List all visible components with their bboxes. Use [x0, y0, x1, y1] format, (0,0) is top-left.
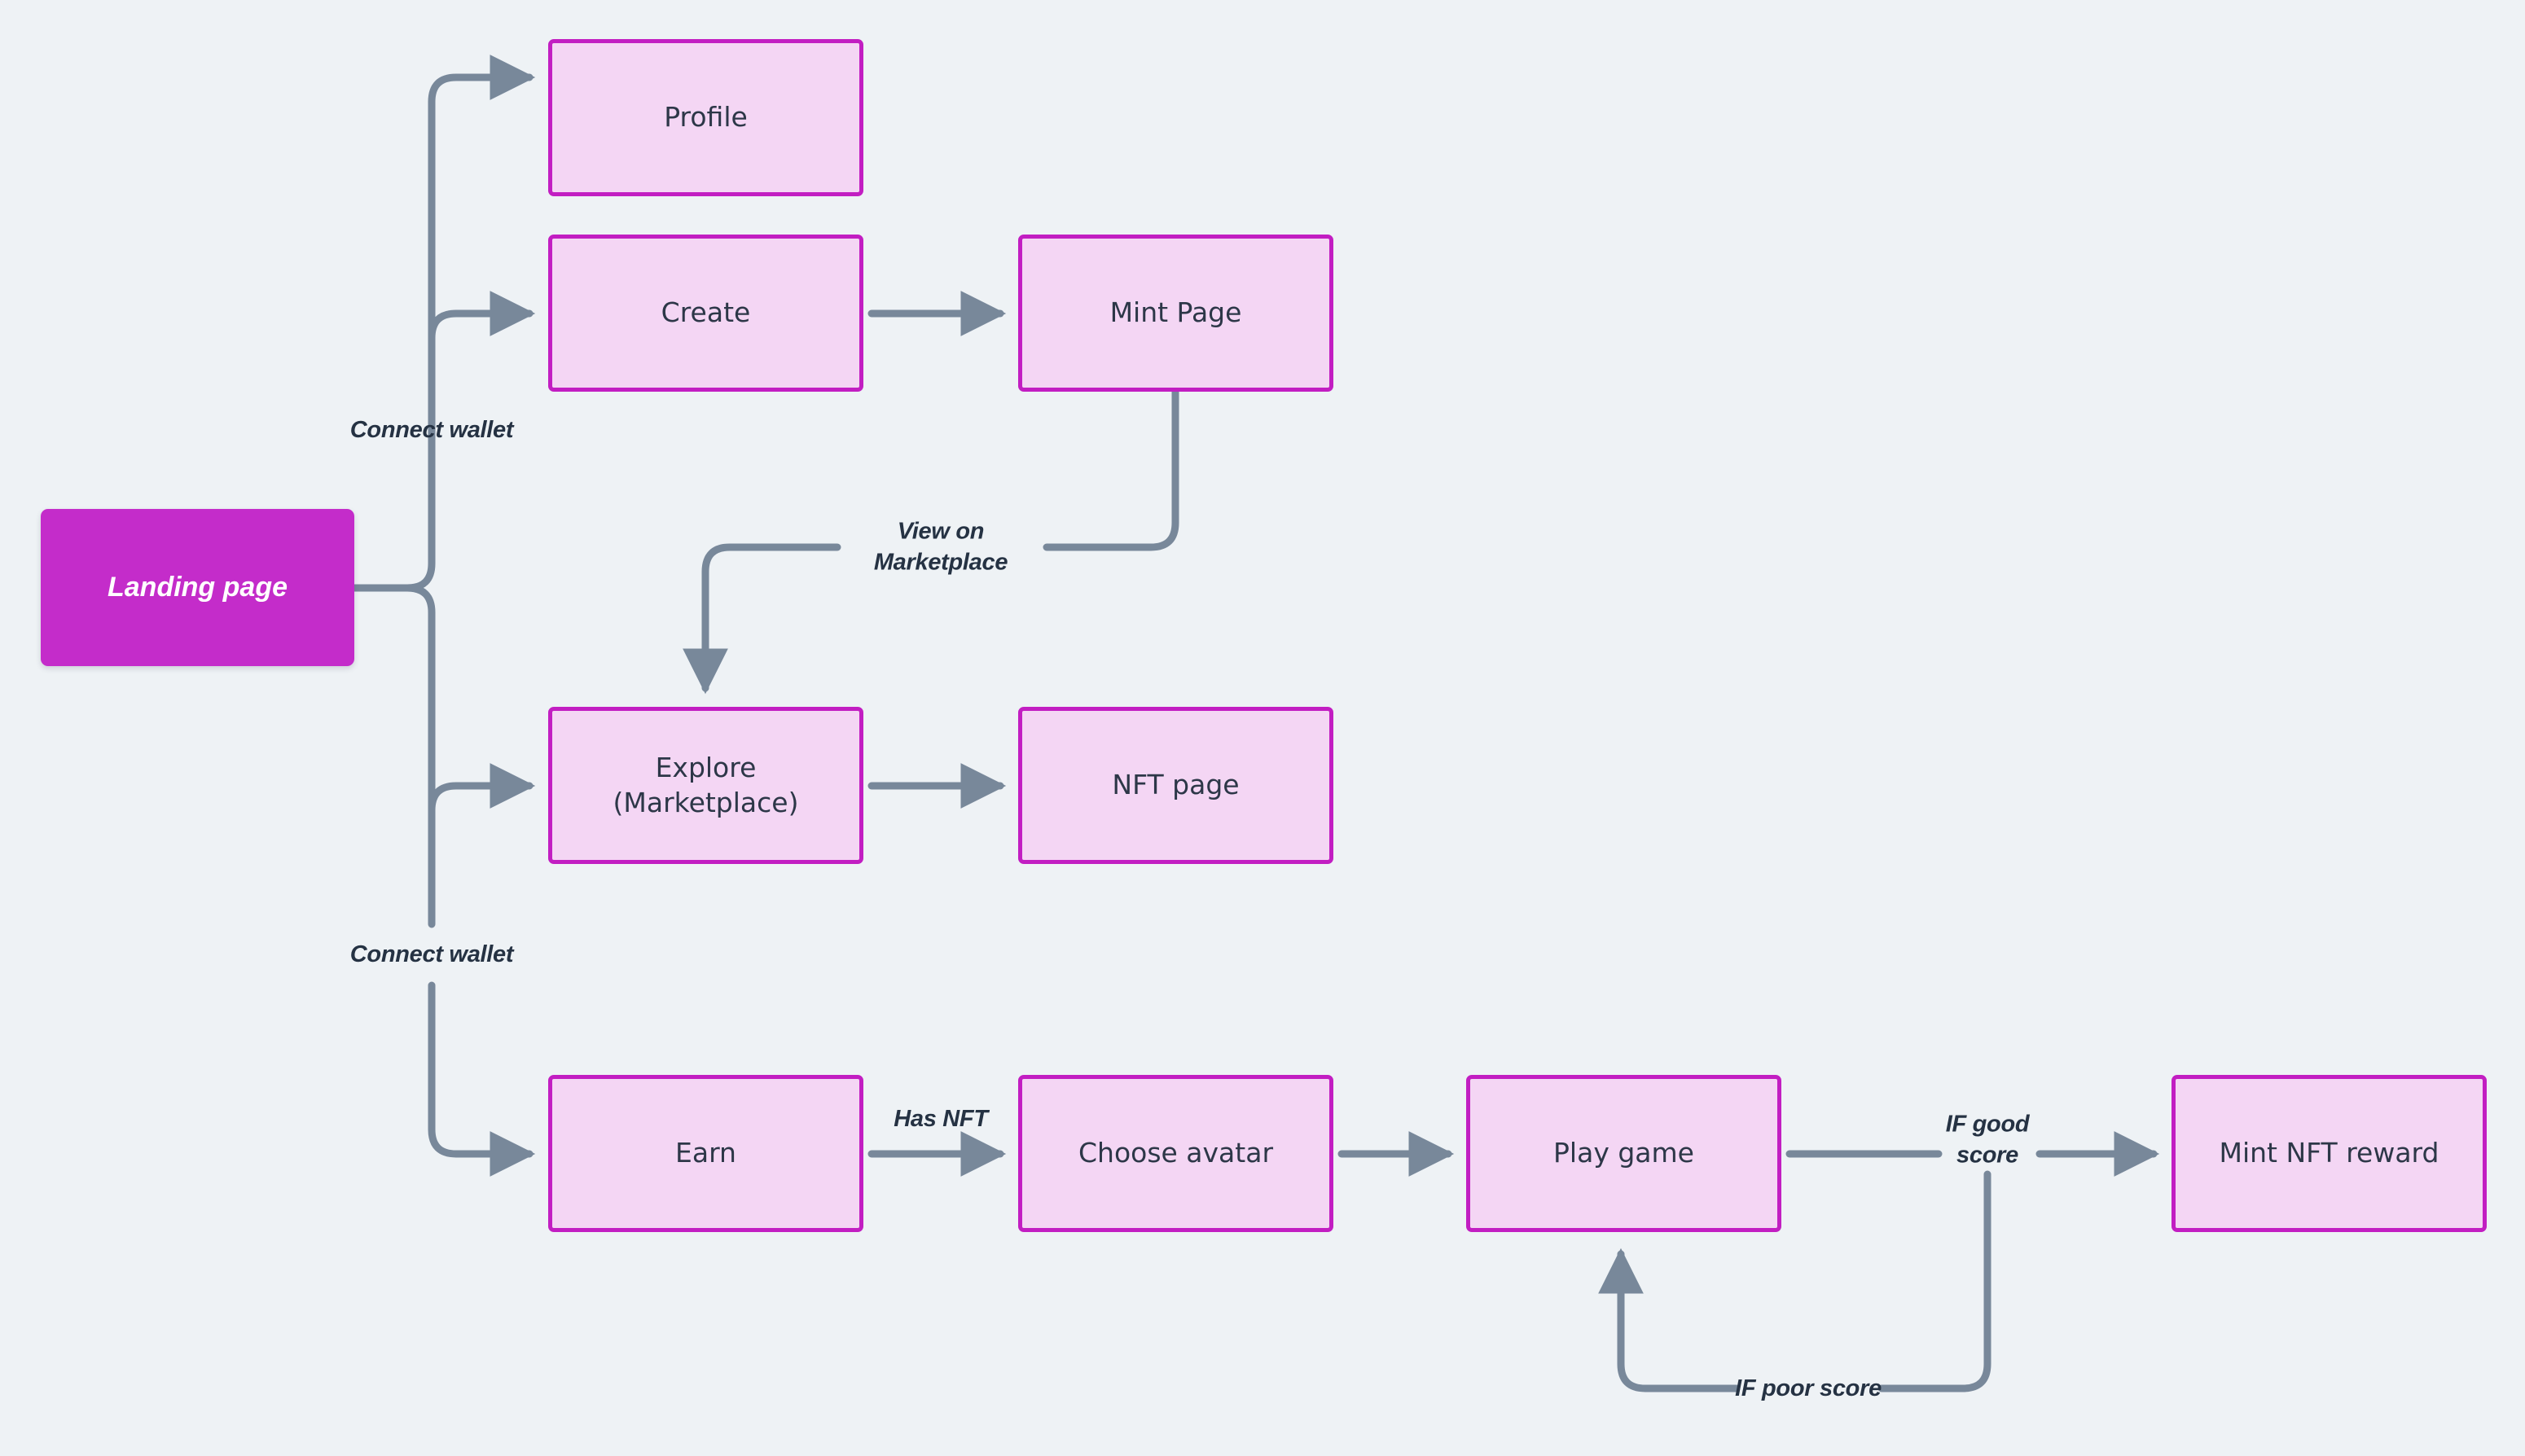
edge-spine-upper [403, 55, 536, 592]
node-label: Create [661, 296, 751, 329]
edge-spine-lower-a [403, 584, 436, 928]
node-nft-page[interactable]: NFT page [1018, 707, 1333, 864]
node-label: Explore (Marketplace) [613, 752, 799, 818]
edge-spine-create [428, 291, 536, 342]
node-mint-page[interactable]: Mint Page [1018, 235, 1333, 392]
edge-label-connect-wallet-bottom: Connect wallet [349, 941, 514, 967]
node-label: Play game [1553, 1137, 1694, 1169]
node-label: Choose avatar [1078, 1137, 1274, 1169]
edge-spine-lower-b [428, 981, 536, 1177]
edge-mintpage-down [1043, 388, 1179, 551]
node-label: Landing page [108, 572, 288, 603]
node-label: Mint NFT reward [2219, 1137, 2439, 1169]
edge-poor-score-right [1877, 1170, 1991, 1392]
node-profile[interactable]: Profile [548, 39, 863, 196]
node-explore-marketplace[interactable]: Explore (Marketplace) [548, 707, 863, 864]
node-label: Profile [664, 101, 748, 134]
node-label: Mint Page [1109, 296, 1242, 329]
edge-label-if-poor-score: IF poor score [1735, 1375, 1882, 1401]
node-landing-page[interactable]: Landing page [41, 509, 354, 666]
edge-label-if-good-score: IF good score [1945, 1111, 2030, 1169]
edge-spine-explore [428, 763, 536, 814]
edge-mintpage-to-explore [683, 543, 841, 695]
node-play-game[interactable]: Play game [1466, 1075, 1781, 1232]
node-earn[interactable]: Earn [548, 1075, 863, 1232]
edge-label-view-on-marketplace: View on Marketplace [873, 518, 1008, 576]
edge-poor-score-left [1598, 1248, 1741, 1392]
node-choose-avatar[interactable]: Choose avatar [1018, 1075, 1333, 1232]
edge-label-connect-wallet-top: Connect wallet [349, 416, 514, 443]
node-mint-nft-reward[interactable]: Mint NFT reward [2172, 1075, 2487, 1232]
node-label: Earn [675, 1137, 736, 1169]
node-create[interactable]: Create [548, 235, 863, 392]
node-label: NFT page [1112, 769, 1240, 801]
edge-label-has-nft: Has NFT [894, 1105, 988, 1132]
